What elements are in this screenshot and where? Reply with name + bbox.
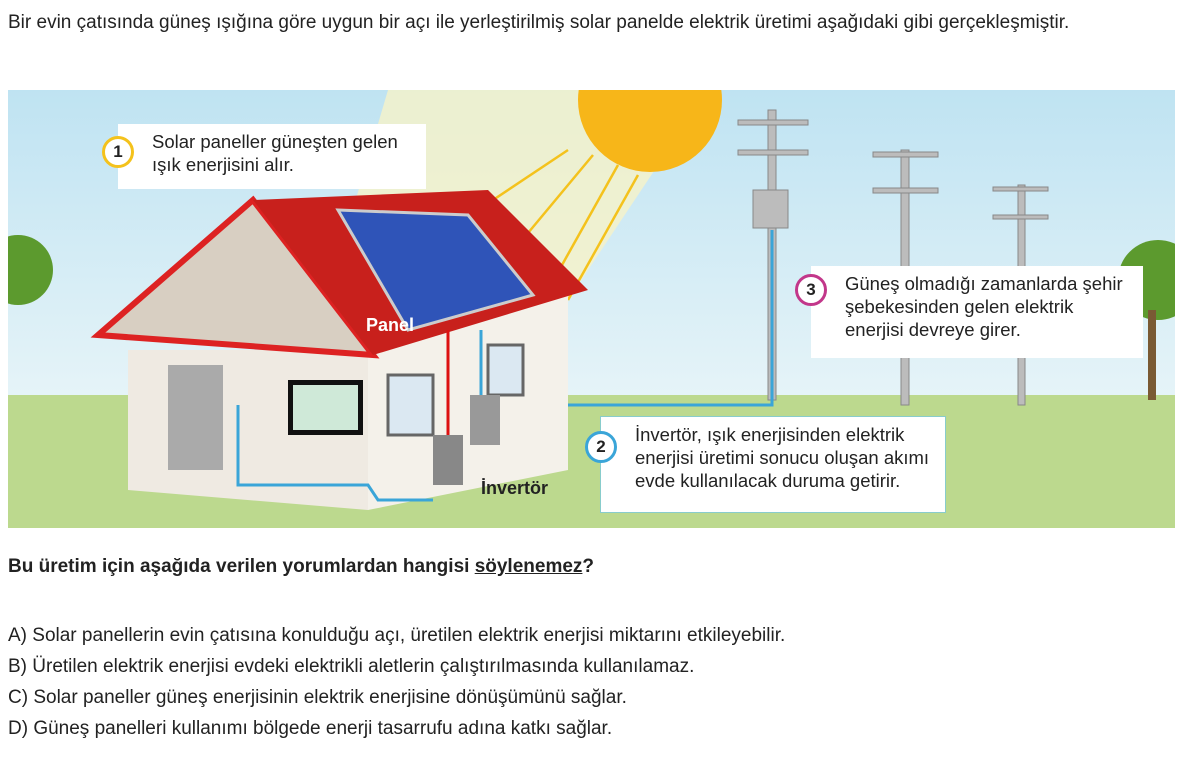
callout-text: Solar paneller güneşten gelen ışık enerj… (152, 131, 398, 175)
callout-number: 2 (585, 431, 617, 463)
callout-text: İnvertör, ışık enerjisinden elektrik ene… (635, 424, 930, 491)
option-d[interactable]: D) Güneş panelleri kullanımı bölgede ene… (8, 718, 613, 739)
question: Bu üretim için aşağıda verilen yorumlard… (8, 556, 594, 578)
illustration-graphic (0, 28, 1183, 528)
question-text: Bu üretim için aşağıda verilen yorumlard… (8, 556, 475, 577)
callout-text: Güneş olmadığı zamanlarda şehir şebekesi… (845, 273, 1123, 340)
answer-options: A) Solar panellerin evin çatısına konuld… (8, 620, 785, 744)
panel-label: Panel (366, 315, 415, 335)
callout-number: 3 (795, 274, 827, 306)
intro-text: Bir evin çatısında güneş ışığına göre uy… (8, 12, 1070, 33)
callout-2: 2 İnvertör, ışık enerjisinden elektrik e… (585, 416, 946, 513)
solar-house-illustration: Panel İnvertör 1 Solar paneller güneşten… (0, 28, 1183, 528)
option-b[interactable]: B) Üretilen elektrik enerjisi evdeki ele… (8, 656, 695, 677)
option-a[interactable]: A) Solar panellerin evin çatısına konuld… (8, 625, 786, 646)
question-emphasis: söylenemez (474, 556, 583, 577)
callout-number: 1 (102, 136, 134, 168)
question-mark: ? (582, 556, 595, 577)
inverter-label: İnvertör (481, 478, 549, 498)
option-c[interactable]: C) Solar paneller güneş enerjisinin elek… (8, 687, 627, 708)
callout-1: 1 Solar paneller güneşten gelen ışık ene… (102, 124, 426, 189)
callout-3: 3 Güneş olmadığı zamanlarda şehir şebeke… (795, 266, 1143, 358)
